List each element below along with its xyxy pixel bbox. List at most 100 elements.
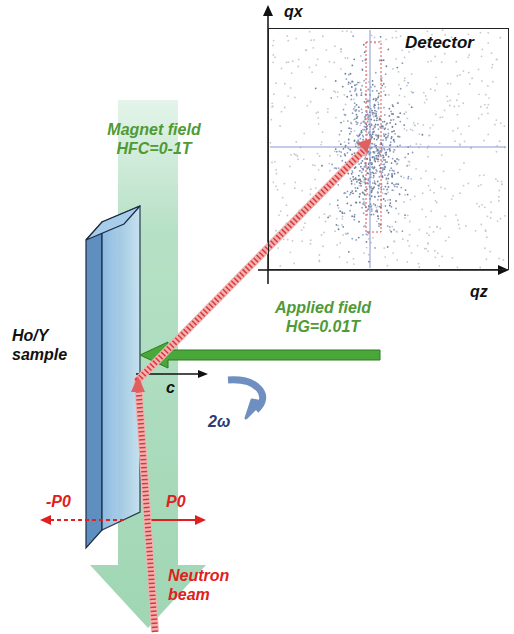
scatter-dot xyxy=(489,251,491,253)
scatter-dot xyxy=(354,178,356,180)
scatter-dot xyxy=(498,258,500,260)
scatter-dot xyxy=(356,117,358,119)
scatter-dot xyxy=(377,192,379,194)
scatter-dot xyxy=(338,140,340,142)
scatter-dot xyxy=(327,108,329,110)
scatter-dot xyxy=(360,185,362,187)
scatter-dot xyxy=(390,144,392,146)
scatter-dot xyxy=(408,245,410,247)
scatter-dot xyxy=(347,147,349,149)
scatter-dot xyxy=(413,122,415,124)
scatter-dot xyxy=(387,265,389,267)
scatter-dot xyxy=(386,210,388,212)
scatter-dot xyxy=(371,190,373,192)
scatter-dot xyxy=(270,142,272,144)
scatter-dot xyxy=(377,215,379,217)
scatter-dot xyxy=(363,199,365,201)
scatter-dot xyxy=(467,183,469,185)
scatter-dot xyxy=(439,117,441,119)
scatter-dot xyxy=(383,107,385,109)
scatter-dot xyxy=(341,218,343,220)
scatter-dot xyxy=(359,178,361,180)
scatter-dot xyxy=(379,183,381,185)
scatter-dot xyxy=(329,215,331,217)
scatter-dot xyxy=(333,167,335,169)
scatter-dot xyxy=(378,93,380,95)
neutron-beam xyxy=(138,150,364,632)
scatter-dot xyxy=(457,127,459,129)
scatter-dot xyxy=(361,131,363,133)
scatter-dot xyxy=(375,207,377,209)
scatter-dot xyxy=(391,175,393,177)
scatter-dot xyxy=(350,178,352,180)
scatter-dot xyxy=(334,230,336,232)
scatter-dot xyxy=(342,30,344,32)
scatter-dot xyxy=(361,92,363,94)
scatter-dot xyxy=(378,156,380,158)
scatter-dot xyxy=(378,223,380,225)
scatter-dot xyxy=(361,131,363,133)
scatter-dot xyxy=(324,76,326,78)
scatter-dot xyxy=(366,125,368,127)
scatter-dot xyxy=(478,206,480,208)
scatter-dot xyxy=(359,124,361,126)
scatter-dot xyxy=(478,185,480,187)
scatter-dot xyxy=(393,140,395,142)
scatter-dot xyxy=(458,93,460,95)
scatter-dot xyxy=(483,174,485,176)
scatter-dot xyxy=(303,158,305,160)
scatter-dot xyxy=(410,145,412,147)
scatter-dot xyxy=(363,192,365,194)
scatter-dot xyxy=(378,128,380,130)
scatter-dot xyxy=(498,200,500,202)
scatter-dot xyxy=(401,62,403,64)
scatter-dot xyxy=(333,62,335,64)
scatter-dot xyxy=(388,115,390,117)
scatter-dot xyxy=(496,59,498,61)
scatter-dot xyxy=(385,154,387,156)
scatter-dot xyxy=(372,133,374,135)
scatter-dot xyxy=(391,173,393,175)
scatter-dot xyxy=(373,98,375,100)
scatter-dot xyxy=(346,30,348,32)
scatter-dot xyxy=(383,188,385,190)
scatter-dot xyxy=(336,224,338,226)
scatter-dot xyxy=(336,218,338,220)
scatter-dot xyxy=(346,196,348,198)
scatter-dot xyxy=(350,31,352,33)
scatter-dot xyxy=(290,87,292,89)
scatter-dot xyxy=(487,112,489,114)
scatter-dot xyxy=(436,202,438,204)
scatter-dot xyxy=(354,183,356,185)
sample-side xyxy=(86,222,102,548)
scatter-dot xyxy=(362,60,364,62)
scatter-dot xyxy=(481,49,483,51)
scatter-dot xyxy=(374,107,376,109)
scatter-dot xyxy=(371,143,373,145)
scatter-dot xyxy=(388,186,390,188)
scatter-dot xyxy=(367,183,369,185)
scatter-dot xyxy=(353,179,355,181)
scatter-dot xyxy=(347,83,349,85)
scatter-dot xyxy=(452,257,454,259)
scatter-dot xyxy=(363,44,365,46)
scatter-dot xyxy=(364,129,366,131)
scatter-dot xyxy=(356,123,358,125)
scatter-dot xyxy=(356,95,358,97)
scatter-dot xyxy=(351,190,353,192)
scatter-dot xyxy=(295,154,297,156)
scatter-dot xyxy=(397,183,399,185)
scatter-dot xyxy=(487,32,489,34)
scatter-dot xyxy=(375,135,377,137)
scatter-dot xyxy=(279,265,281,267)
scatter-dot xyxy=(392,125,394,127)
scatter-dot xyxy=(428,234,430,236)
scatter-dot xyxy=(377,199,379,201)
scatter-dot xyxy=(429,134,431,136)
scatter-dot xyxy=(481,204,483,206)
scatter-dot xyxy=(356,104,358,106)
scatter-dot xyxy=(272,61,274,63)
scatter-dot xyxy=(378,218,380,220)
scatter-dot xyxy=(491,52,493,54)
